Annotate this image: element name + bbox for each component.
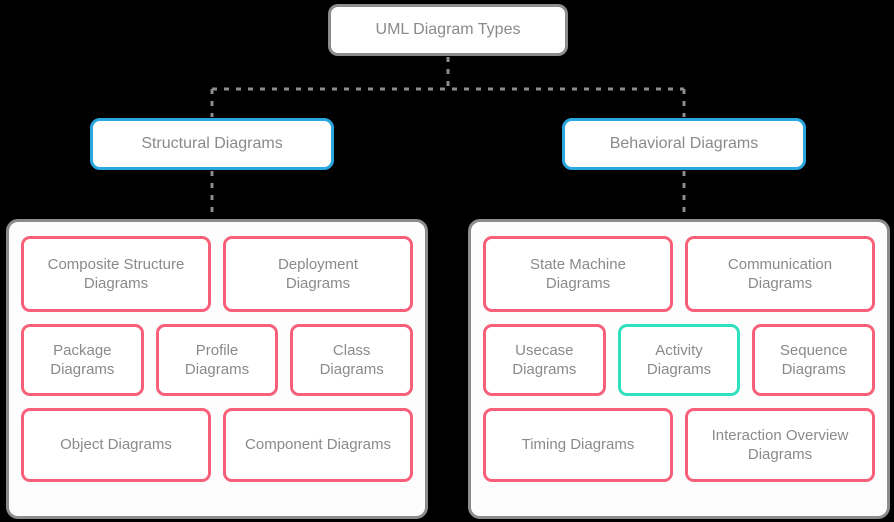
leaf-label: Timing Diagrams — [521, 436, 635, 454]
leaf-label: Object Diagrams — [60, 436, 172, 454]
leaf-label: Component Diagrams — [245, 436, 391, 454]
node-uml-diagram-types[interactable]: UML Diagram Types — [328, 4, 568, 56]
node-behavioral-label: Behavioral Diagrams — [609, 134, 759, 152]
node-root-label: UML Diagram Types — [375, 20, 521, 38]
leaf-timing-diagrams[interactable]: Timing Diagrams — [483, 408, 673, 482]
node-structural-diagrams[interactable]: Structural Diagrams — [90, 118, 334, 170]
leaf-component-diagrams[interactable]: Component Diagrams — [223, 408, 413, 482]
node-structural-label: Structural Diagrams — [141, 134, 283, 152]
structural-row-3: Object Diagrams Component Diagrams — [21, 408, 413, 482]
node-behavioral-diagrams[interactable]: Behavioral Diagrams — [562, 118, 806, 170]
leaf-object-diagrams[interactable]: Object Diagrams — [21, 408, 211, 482]
